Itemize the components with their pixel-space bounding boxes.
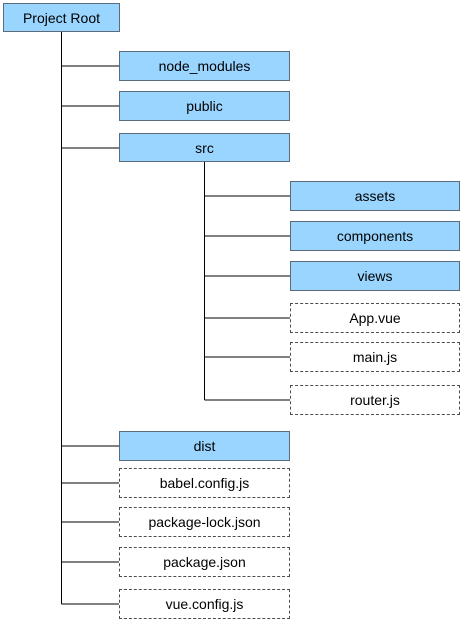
node-label: vue.config.js xyxy=(165,596,244,612)
node-label: node_modules xyxy=(158,58,251,74)
node-label: src xyxy=(195,139,214,156)
node-project-root[interactable]: Project Root xyxy=(3,3,120,32)
node-views[interactable]: views xyxy=(290,261,460,291)
node-label: package.json xyxy=(163,554,246,570)
node-components[interactable]: components xyxy=(290,221,460,251)
node-label: components xyxy=(336,228,414,244)
node-label: views xyxy=(357,268,393,284)
node-public[interactable]: public xyxy=(119,91,290,121)
node-dist[interactable]: dist xyxy=(119,431,290,461)
node-src[interactable]: src xyxy=(119,133,290,162)
node-label: assets xyxy=(354,188,396,204)
node-main-js[interactable]: main.js xyxy=(290,342,460,372)
node-label: dist xyxy=(193,438,216,454)
node-label: main.js xyxy=(352,349,398,365)
node-node-modules[interactable]: node_modules xyxy=(119,51,290,81)
node-package-json[interactable]: package.json xyxy=(119,547,290,577)
node-package-lock[interactable]: package-lock.json xyxy=(119,507,290,537)
node-assets[interactable]: assets xyxy=(290,181,460,211)
node-label: babel.config.js xyxy=(159,475,250,491)
node-label: App.vue xyxy=(349,310,401,326)
node-router-js[interactable]: router.js xyxy=(290,385,460,415)
node-app-vue[interactable]: App.vue xyxy=(290,303,460,333)
node-label: package-lock.json xyxy=(148,514,261,530)
node-babel-config[interactable]: babel.config.js xyxy=(119,468,290,498)
node-label: router.js xyxy=(350,392,400,408)
node-vue-config[interactable]: vue.config.js xyxy=(119,589,290,619)
node-label: public xyxy=(186,98,223,114)
node-label: Project Root xyxy=(22,9,101,26)
